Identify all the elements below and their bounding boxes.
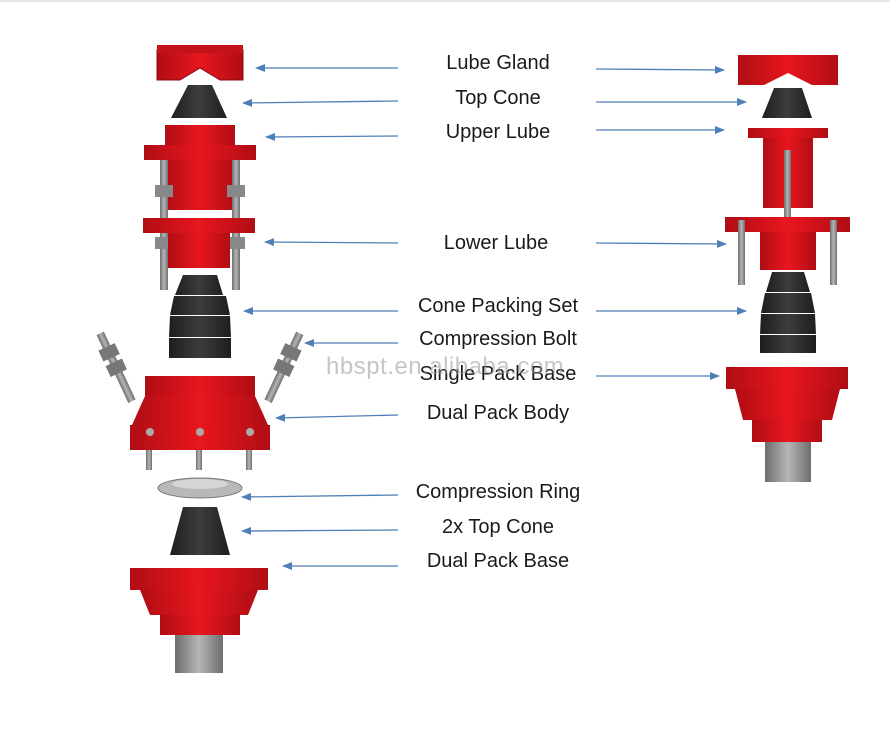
label-lower-lube: Lower Lube [443, 232, 549, 254]
left-compression-bolt-left [96, 331, 136, 403]
left-compression-bolt-right [264, 331, 304, 403]
right-lower-lube [725, 217, 850, 285]
left-lube-gland [156, 45, 244, 81]
left-top-cone [171, 85, 227, 118]
right-upper-lube [748, 128, 828, 240]
left-cone-packing-set [169, 275, 231, 358]
label-compression-ring: Compression Ring [415, 481, 581, 503]
label-lube-gland: Lube Gland [446, 52, 550, 74]
left-lower-lube [143, 218, 255, 268]
left-upper-lube [144, 125, 256, 210]
label-compression-bolt: Compression Bolt [419, 328, 577, 350]
label-top-cone: Top Cone [455, 87, 541, 109]
label-top-cone-2x: 2x Top Cone [442, 516, 554, 538]
left-top-cone-2x [170, 507, 230, 555]
label-upper-lube: Upper Lube [445, 121, 551, 143]
right-arrows [595, 65, 747, 380]
label-dual-pack-body: Dual Pack Body [426, 402, 570, 424]
label-dual-pack-base: Dual Pack Base [426, 550, 570, 572]
right-top-cone [762, 88, 812, 118]
top-divider [0, 0, 890, 2]
right-lube-gland [738, 55, 838, 85]
watermark: hbspt.en.alibaba.com [326, 353, 565, 380]
left-dual-pack-base [130, 568, 268, 673]
right-single-pack-base [726, 367, 848, 482]
right-cone-packing-set [760, 272, 816, 353]
label-single-pack-base: Single Pack Base [419, 363, 577, 385]
left-dual-pack-body [130, 376, 270, 470]
left-arrows [241, 64, 399, 570]
label-cone-packing-set: Cone Packing Set [417, 295, 579, 317]
left-compression-ring [157, 477, 243, 499]
